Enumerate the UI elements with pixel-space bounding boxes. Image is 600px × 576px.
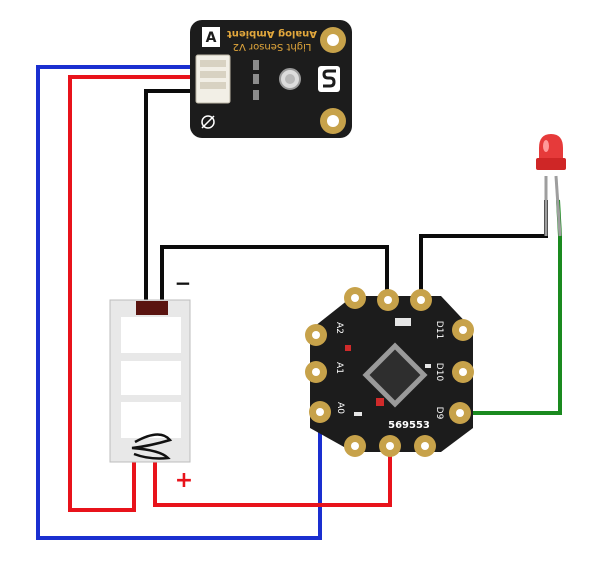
pad-hole [459,368,467,376]
black-led-wire [419,200,548,300]
red-led [536,134,566,237]
pin-label-a0: A0 [335,402,345,414]
battery-plus-label: + [175,468,193,493]
sensor-board [190,20,352,138]
pin-label-d10: D10 [434,363,444,382]
pad-hole [384,296,392,304]
smd-resistor [425,364,431,368]
led-body [539,134,563,160]
sensor-badge: A [206,30,217,46]
pin-label-d9: D9 [434,407,444,420]
pad-hole [456,409,464,417]
sensor-mount-hole-bottom-center [327,115,339,127]
wires [36,65,562,540]
connector-pin-3 [200,82,226,89]
connector-pin-2 [200,71,226,78]
battery-spring [131,433,173,460]
dfrobot-logo-mark [322,69,336,88]
photo-sensor-window [285,74,295,84]
led-highlight [543,140,549,152]
led-anode-leg [554,175,562,237]
pin-label-d11: D11 [434,321,444,339]
sensor-mount-hole-top-center [327,34,339,46]
battery-holder: − + [109,271,193,493]
blue-signal-wire [36,65,322,540]
pin-label-a1: A1 [334,362,344,374]
smd-led [345,345,351,351]
sensor-resistor-1 [253,60,259,70]
red-vcc-wire-controller [153,446,392,507]
battery-slot-1 [121,317,181,353]
usb-component [395,318,411,326]
pad-hole [421,442,429,450]
sensor-title-line2: Light Sensor V2 [233,41,312,52]
pad-hole [351,442,359,450]
controller-board: A2 A1 A0 D11 D10 D9 569553 [305,287,474,457]
chip-code: 569553 [388,420,430,431]
sensor-resistor-2 [253,74,259,84]
black-gnd-wire-sensor [144,89,198,301]
light-icon [201,115,215,129]
pad-hole [312,368,320,376]
connector-pin-1 [200,60,226,67]
smd-cap [354,412,362,416]
pad-hole [351,294,359,302]
battery-terminal [136,301,168,315]
pad-hole [459,326,467,334]
sensor-badge-box [202,27,220,47]
red-vcc-wire-sensor [68,75,198,512]
pad-hole [312,331,320,339]
pad-hole [316,408,324,416]
mcu-chip [362,342,428,408]
status-led-component [376,398,384,406]
pad-hole [386,442,394,450]
battery-slot-2 [121,361,181,395]
battery-minus-label: − [175,271,192,295]
battery-slot-3 [121,402,181,438]
pad-hole [417,296,425,304]
black-gnd-wire-controller [160,245,389,301]
light-sensor-module: A Light Sensor V2 Analog Ambient [190,20,352,138]
light-icon-slash [201,115,215,129]
sensor-title-line1: Analog Ambient [227,28,317,39]
pin-label-a2: A2 [334,322,344,334]
sensor-resistor-3 [253,90,259,100]
led-rim [536,158,566,170]
